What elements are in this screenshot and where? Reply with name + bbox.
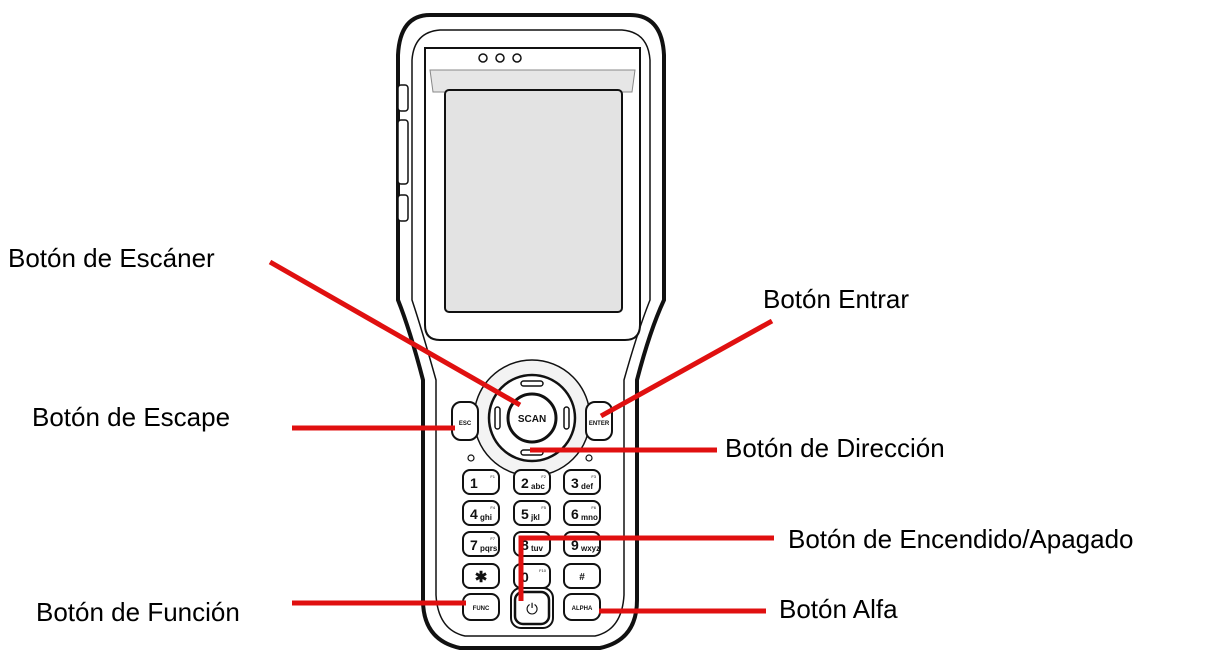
numpad-key-frame [513,469,551,495]
numpad-key-digit: 2 [521,475,529,491]
numpad-key-digit: 0 [521,569,529,585]
numpad-key-digit: 3 [571,475,579,491]
numpad-key-digit: 7 [470,537,478,553]
indicator-led-3 [512,53,522,63]
status-dot-left [467,454,475,462]
numpad-key-fn-label: F5 [541,505,546,510]
star-key-label: ✱ [475,569,488,586]
enter-leader-line [599,318,774,419]
numpad-key-fn-label: F1 [490,474,495,479]
numpad-key-fn-label: F7 [490,536,495,541]
indicator-led-1 [478,53,488,63]
numpad-key-letters: wxyz [580,544,600,553]
numpad-key-digit: 8 [521,537,529,553]
numpad-key-letters: abc [531,482,545,491]
indicator-led-2 [495,53,505,63]
direction-right-mark [563,406,570,430]
hash-key[interactable] [563,563,601,589]
function-button[interactable] [462,593,500,621]
scan-key-label: SCAN [518,414,546,425]
numpad-key-1[interactable]: 1 F1 [462,469,500,495]
escape-button[interactable] [451,401,479,441]
direction-up-mark [520,380,544,387]
numpad-key-frame [563,469,601,495]
func-key-label: FUNC [473,606,490,612]
scan-button[interactable] [506,392,558,444]
status-dot-right [585,454,593,462]
callout-escape-button: Botón de Escape [32,402,231,432]
device-body-inner [411,29,651,637]
bezel-top-shade [429,69,636,93]
numpad-key-letters: def [581,482,593,491]
numpad-key-digit: 1 [470,475,478,491]
numpad-key-letters: ghi [480,513,492,522]
power-icon: ⏻ [526,601,538,618]
numpad-key-letters: jkl [530,513,540,522]
alpha-button[interactable] [563,593,601,621]
numpad-key-frame [462,531,500,557]
numpad-key-fn-label: F2 [541,474,546,479]
numpad-key-digit: 9 [571,537,579,553]
side-button-upper [397,84,409,112]
numpad-key-frame [563,500,601,526]
direction-left-mark [494,406,501,430]
scan-leader-line [268,259,522,408]
numpad-key-frame [513,500,551,526]
numpad-key-digit: 5 [521,506,529,522]
numpad-key-frame [462,500,500,526]
numpad-key-frame [462,469,500,495]
callout-function-button: Botón de Función [36,597,240,627]
numpad-key-letters: pqrs [480,544,498,553]
callout-scan-button: Botón de Escáner [8,243,215,273]
numpad-key-digit: 6 [571,506,579,522]
side-button-lower [397,194,409,222]
enter-key-label: ENTER [589,421,610,427]
callout-alpha-button: Botón Alfa [779,594,898,624]
hash-key-label: # [579,572,585,583]
numpad-key-fn-label: F4 [490,505,495,510]
numpad-key-fn-label: F6 [591,505,596,510]
power-leader-line [518,535,774,601]
numpad-key-digit: 4 [470,506,478,522]
callout-enter-button: Botón Entrar [763,284,909,314]
callout-direction-button: Botón de Dirección [725,433,945,463]
numpad-key-fn-label: F3 [591,474,596,479]
alpha-key-label: ALPHA [572,606,593,612]
numpad-key-letters: mno [581,513,598,522]
numpad-key-letters: tuv [531,544,544,553]
esc-key-label: ESC [459,421,472,427]
numpad-key-fn-label: F10 [539,568,547,573]
callout-power-button: Botón de Encendido/Apagado [788,524,1134,554]
star-key[interactable] [462,563,500,589]
side-button-volume [397,119,409,185]
display-screen [444,89,623,313]
